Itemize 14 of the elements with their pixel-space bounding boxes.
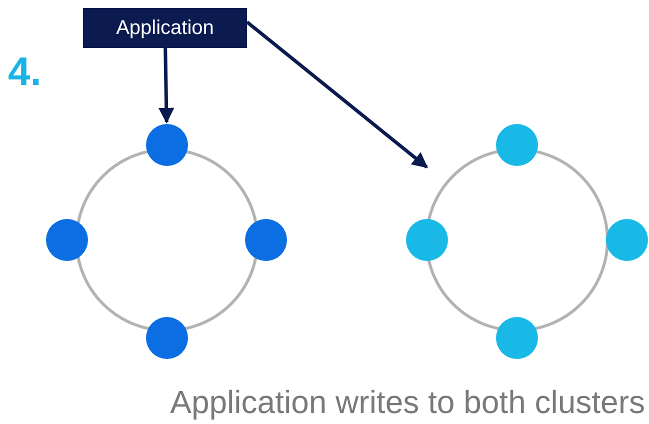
cluster-node (606, 219, 648, 261)
arrow (246, 20, 428, 168)
process-box (83, 8, 247, 48)
cluster-node (146, 317, 188, 359)
cluster-node (496, 317, 538, 359)
cluster-node (496, 124, 538, 166)
node-label: Application (116, 16, 214, 40)
caption: Application writes to both clusters (170, 384, 645, 421)
cluster-node (146, 124, 188, 166)
cluster-node (406, 219, 448, 261)
step-number: 4. (8, 50, 42, 95)
arrow (158, 48, 174, 124)
cluster-node (245, 219, 287, 261)
cluster-node (46, 219, 88, 261)
